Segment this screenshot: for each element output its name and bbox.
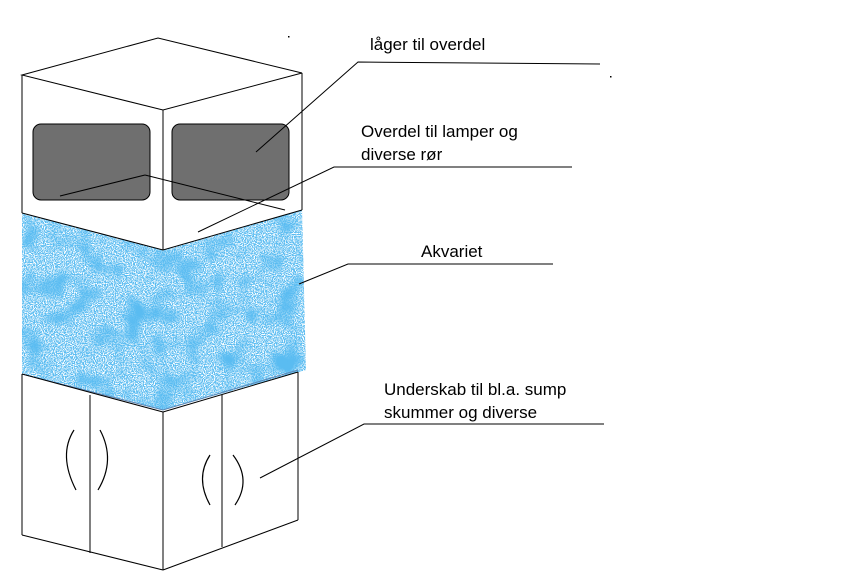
leader-upper-section <box>197 166 572 233</box>
cabinet-handles <box>65 429 244 506</box>
aquarium-section <box>21 209 306 411</box>
stray-dot-2 <box>610 76 612 78</box>
leader-doors-upper <box>255 61 601 153</box>
cabinet-top-left <box>21 373 164 413</box>
aquarium-top-rim <box>21 209 303 251</box>
leader-cabinet <box>259 423 604 479</box>
upper-hidden-edge-2 <box>144 174 286 211</box>
leader-lines <box>197 61 604 479</box>
aquarium-water-speckle <box>22 210 306 410</box>
label-aquarium-text: Akvariet <box>421 242 483 261</box>
label-upper-section-line1: Overdel til lamper og <box>361 122 518 141</box>
upper-section <box>20 37 303 250</box>
label-cabinet-line2: skummer og diverse <box>384 403 538 422</box>
handle-right-2 <box>232 454 244 506</box>
leader-aquarium <box>298 263 553 285</box>
label-aquarium: Akvariet <box>421 240 482 263</box>
handle-right-1 <box>201 454 211 506</box>
lower-cabinet <box>21 371 299 571</box>
label-upper-section: Overdel til lamper og diverse rør <box>361 120 518 166</box>
label-doors-upper: låger til overdel <box>370 33 485 56</box>
stray-dot-1 <box>288 36 290 38</box>
upper-door-right <box>171 123 290 201</box>
handle-left-2 <box>97 429 109 491</box>
label-doors-upper-text: låger til overdel <box>370 35 486 54</box>
label-cabinet: Underskab til bl.a. sump skummer og dive… <box>384 378 566 424</box>
label-upper-section-line2: diverse rør <box>361 145 443 164</box>
upper-top-face <box>20 37 303 111</box>
handle-left-1 <box>65 429 77 491</box>
cabinet-bottom-right <box>162 519 299 571</box>
upper-hidden-edge-1 <box>59 174 146 197</box>
cabinet-top-right <box>162 371 299 413</box>
label-cabinet-line1: Underskab til bl.a. sump <box>384 380 567 399</box>
aquarium-bottom-rim <box>21 369 299 411</box>
cabinet-bottom-left <box>21 534 164 571</box>
